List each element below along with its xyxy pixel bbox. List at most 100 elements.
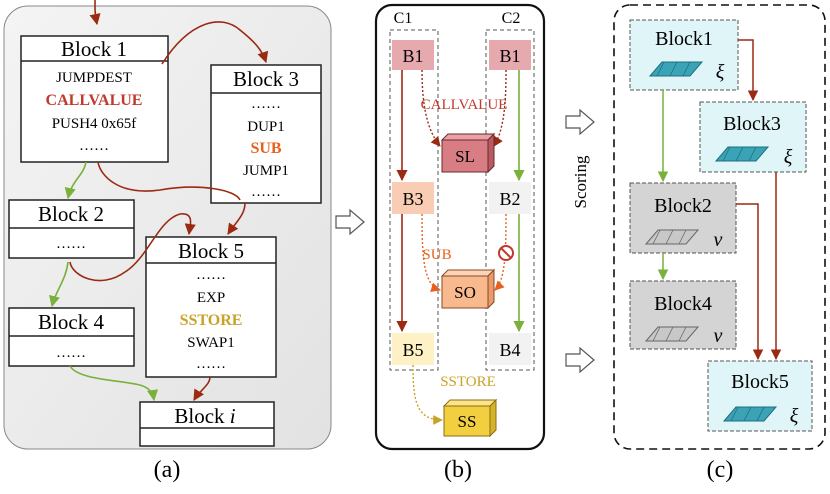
c-block5: Block5 ξ bbox=[707, 360, 813, 432]
c2-b2-label: B2 bbox=[499, 189, 520, 209]
c-block1-label: Block1 bbox=[655, 28, 713, 50]
block-1-title: Block 1 bbox=[61, 37, 127, 61]
c-block1: Block1 ξ bbox=[629, 19, 739, 91]
panel-a-caption: (a) bbox=[154, 457, 181, 483]
c1-frame bbox=[389, 29, 439, 371]
panel-a: Block 1 JUMPDEST CALLVALUE PUSH4 0x65f …… bbox=[3, 0, 332, 483]
block-1-line-4: …… bbox=[79, 138, 109, 154]
block-5-line-1: …… bbox=[196, 267, 226, 283]
c-block2-symbol: ν bbox=[714, 229, 723, 251]
c1-b3-node bbox=[392, 182, 434, 214]
c2-frame bbox=[485, 29, 535, 371]
link-c1b3-so bbox=[421, 213, 441, 293]
entry-arrow bbox=[89, 0, 101, 26]
block-1: Block 1 JUMPDEST CALLVALUE PUSH4 0x65f …… bbox=[20, 35, 169, 163]
panel-b: C1 C2 B1 B3 B5 B1 B2 B4 CALLVALUE SUB SS… bbox=[374, 3, 546, 483]
link-c1b5-ss bbox=[412, 364, 443, 425]
block-3-line-4: JUMP1 bbox=[243, 163, 289, 179]
block-5-line-5: …… bbox=[196, 356, 226, 372]
c-block2-chip-icon bbox=[644, 229, 700, 245]
c-block4: Block4 ν bbox=[629, 280, 737, 350]
block-4-line-1: …… bbox=[56, 345, 86, 361]
link-c2b1-sl bbox=[493, 69, 507, 147]
cube-so: SO bbox=[440, 268, 496, 310]
c1-b5-label: B5 bbox=[402, 340, 423, 360]
c-block5-symbol: ξ bbox=[790, 405, 799, 427]
edge-b1-b3-tail bbox=[97, 161, 241, 201]
block-2-title: Block 2 bbox=[38, 202, 104, 226]
prohibited-icon bbox=[498, 245, 514, 261]
c1-b1-node bbox=[392, 40, 434, 70]
c2-label: C2 bbox=[502, 10, 521, 27]
block-i: Block i bbox=[139, 401, 275, 447]
c-block5-chip-icon bbox=[722, 406, 778, 422]
c2-b2-node bbox=[489, 182, 531, 214]
op-callvalue: CALLVALUE bbox=[421, 97, 508, 113]
c-block3: Block3 ξ bbox=[699, 101, 807, 173]
block-3: Block 3 …… DUP1 SUB JUMP1 …… bbox=[210, 64, 322, 204]
block-4: Block 4 …… bbox=[8, 307, 135, 367]
c-block3-label: Block3 bbox=[723, 113, 781, 135]
block-3-line-3: SUB bbox=[250, 140, 281, 157]
block-5-line-2: EXP bbox=[197, 290, 225, 306]
c1-b1-label: B1 bbox=[402, 46, 423, 66]
block-5-title: Block 5 bbox=[178, 239, 244, 263]
panel-b-caption: (b) bbox=[444, 457, 472, 483]
c1-b5-node bbox=[392, 333, 434, 365]
block-1-line-2: CALLVALUE bbox=[46, 92, 143, 109]
c1-label: C1 bbox=[394, 10, 413, 27]
cube-so-label: SO bbox=[454, 283, 476, 302]
panel-c: Block1 ξ Block3 ξ Block2 ν bbox=[613, 4, 826, 483]
c-block2-label: Block2 bbox=[654, 195, 712, 217]
c2-b1-node bbox=[489, 40, 531, 70]
cube-ss: SS bbox=[442, 398, 498, 438]
block-2-line-1: …… bbox=[56, 236, 86, 252]
cube-ss-label: SS bbox=[458, 412, 477, 431]
c-block1-chip-icon bbox=[648, 61, 704, 77]
cube-sl-label: SL bbox=[455, 147, 475, 166]
edge-b3-b5 bbox=[227, 202, 246, 235]
edge-b4-bi bbox=[69, 365, 159, 402]
c-block2: Block2 ν bbox=[629, 182, 737, 254]
c2-b4-node bbox=[489, 333, 531, 365]
panel-c-caption: (c) bbox=[707, 457, 734, 483]
c-block4-label: Block4 bbox=[654, 293, 712, 315]
block-1-line-1: JUMPDEST bbox=[56, 70, 132, 86]
c-block1-symbol: ξ bbox=[716, 61, 725, 83]
block-3-line-1: …… bbox=[251, 96, 281, 112]
block-i-title: Block i bbox=[174, 404, 235, 428]
op-sstore: SSTORE bbox=[440, 374, 496, 390]
block-3-line-5: …… bbox=[251, 184, 281, 200]
block-5-line-3: SSTORE bbox=[180, 312, 243, 329]
c2-b1-label: B1 bbox=[499, 46, 520, 66]
c1-b3-label: B3 bbox=[402, 189, 423, 209]
block-1-line-3: PUSH4 0x65f bbox=[52, 116, 137, 132]
panel-c-edges bbox=[657, 39, 782, 361]
c2-b4-label: B4 bbox=[499, 340, 520, 360]
scoring-arrow-bottom bbox=[565, 346, 595, 374]
block-4-title: Block 4 bbox=[38, 310, 104, 334]
cube-sl: SL bbox=[440, 132, 496, 174]
block-5: Block 5 …… EXP SSTORE SWAP1 …… bbox=[145, 236, 277, 378]
block-3-title: Block 3 bbox=[233, 67, 299, 91]
edge-b1-b3 bbox=[161, 21, 269, 65]
c-block4-chip-icon bbox=[644, 326, 700, 342]
block-2: Block 2 …… bbox=[8, 199, 135, 259]
edge-b5-bi bbox=[193, 376, 211, 401]
c-block3-chip-icon bbox=[714, 146, 770, 162]
c-block3-symbol: ξ bbox=[784, 146, 793, 168]
c-block5-label: Block5 bbox=[731, 371, 789, 393]
scoring-arrow-top bbox=[565, 108, 595, 136]
block-3-line-2: DUP1 bbox=[247, 119, 285, 135]
edge-b2-b5 bbox=[69, 213, 196, 282]
edge-b2-b4 bbox=[49, 261, 69, 308]
block-5-line-4: SWAP1 bbox=[187, 335, 235, 351]
scoring-label: Scoring bbox=[571, 155, 590, 208]
op-sub: SUB bbox=[422, 247, 451, 263]
link-c2b2-so bbox=[494, 213, 507, 291]
arrow-a-to-b bbox=[335, 208, 365, 236]
edge-b1-b2 bbox=[64, 161, 87, 200]
panel-a-edges bbox=[49, 0, 269, 402]
c-block4-symbol: ν bbox=[714, 325, 723, 347]
